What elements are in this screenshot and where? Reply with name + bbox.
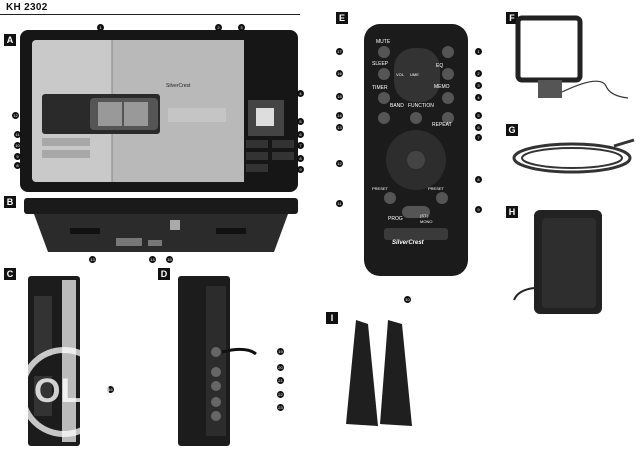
callout-a-right-6: 6 [297, 131, 304, 138]
device-brand: SilverCrest [166, 83, 191, 89]
callout-remote-2: 2 [475, 70, 482, 77]
callout-a-right-4: 4 [297, 90, 304, 97]
callout-remote-11: 11 [336, 200, 343, 207]
callout-remote-10: 10 [404, 296, 411, 303]
remote-btn-repeat[interactable]: REPEAT [432, 122, 452, 128]
remote-btn-mute[interactable]: MUTE [376, 39, 391, 45]
panel-label-i: I [326, 312, 338, 324]
callout-remote-3: 3 [475, 82, 482, 89]
callout-a-right-8: 8 [297, 155, 304, 162]
page-title: KH 2302 [6, 2, 48, 13]
panel-label-e: E [336, 12, 348, 24]
device-front-view [20, 30, 298, 192]
remote-control [364, 24, 468, 276]
callout-b-13: 13 [89, 256, 96, 263]
callout-remote-9: 9 [475, 206, 482, 213]
callout-a-left-10: 10 [14, 142, 21, 149]
speaker-box [513, 210, 602, 314]
panel-label-g: G [506, 124, 518, 136]
callout-a-left-11: 11 [14, 131, 21, 138]
title-rule [0, 14, 300, 15]
callout-remote-7: 7 [475, 134, 482, 141]
callout-remote-15: 15 [336, 93, 343, 100]
callout-remote-13: 13 [336, 124, 343, 131]
callout-a-left-12: 12 [12, 112, 19, 119]
panel-label-b: B [4, 196, 16, 208]
watermark-text: OLX [34, 372, 104, 410]
callout-remote-12: 12 [336, 160, 343, 167]
remote-btn-prog[interactable]: PROG [388, 216, 403, 222]
callout-remote-17: 17 [336, 48, 343, 55]
remote-btn-vol-right[interactable]: UME [410, 72, 419, 77]
callout-d-21: 21 [277, 377, 284, 384]
callout-a-left-8: 8 [14, 162, 21, 169]
panel-label-d: D [158, 268, 170, 280]
speaker-stands [346, 320, 412, 426]
remote-btn-timer[interactable]: TIMER [372, 85, 388, 91]
device-bottom-view [24, 198, 298, 252]
callout-d-20: 20 [277, 364, 284, 371]
device-side-view-c [28, 276, 80, 446]
remote-brand: SilverCrest [392, 240, 424, 246]
callout-a-right-9: 9 [297, 166, 304, 173]
watermark-logo [19, 347, 109, 437]
panel-label-f: F [506, 12, 518, 24]
callout-d-23: 23 [277, 404, 284, 411]
callout-a-left-9: 9 [14, 153, 21, 160]
cable-accessory [512, 138, 635, 174]
remote-btn-preset-down[interactable]: PRESET [372, 186, 389, 191]
remote-btn-eq[interactable]: EQ [436, 63, 444, 69]
callout-d-19: 19 [277, 348, 284, 355]
callout-remote-6: 6 [475, 124, 482, 131]
remote-btn-band[interactable]: BAND [390, 103, 404, 109]
callout-a-right-5: 5 [297, 118, 304, 125]
callout-remote-1: 1 [475, 48, 482, 55]
callout-remote-16: 16 [336, 70, 343, 77]
callout-a-top-3: 3 [238, 24, 245, 31]
callout-c-16: 16 [107, 386, 114, 393]
remote-btn-memo[interactable]: MEMO [434, 84, 450, 90]
callout-a-top-1: 1 [97, 24, 104, 31]
callout-remote-5: 5 [475, 112, 482, 119]
panel-label-a: A [4, 34, 16, 46]
callout-b-15: 15 [166, 256, 173, 263]
panel-label-c: C [4, 268, 16, 280]
callout-remote-14: 14 [336, 112, 343, 119]
panel-label-h: H [506, 206, 518, 218]
callout-d-22: 22 [277, 391, 284, 398]
callout-remote-8: 8 [475, 176, 482, 183]
device-side-view-d [178, 276, 257, 446]
remote-btn-sleep[interactable]: SLEEP [372, 61, 389, 67]
callout-remote-4: 4 [475, 94, 482, 101]
remote-btn-preset-up[interactable]: PRESET [428, 186, 445, 191]
callout-a-top-2: 2 [215, 24, 222, 31]
remote-btn-function[interactable]: FUNCTION [408, 103, 434, 109]
remote-btn-vol-left[interactable]: VOL [396, 72, 405, 77]
remote-fm-mode-label: MONO [420, 219, 433, 224]
remote-fm-mode: (ST.) [420, 213, 429, 218]
callout-a-right-7: 7 [297, 142, 304, 149]
am-loop-antenna [515, 15, 629, 99]
callout-b-14: 14 [149, 256, 156, 263]
